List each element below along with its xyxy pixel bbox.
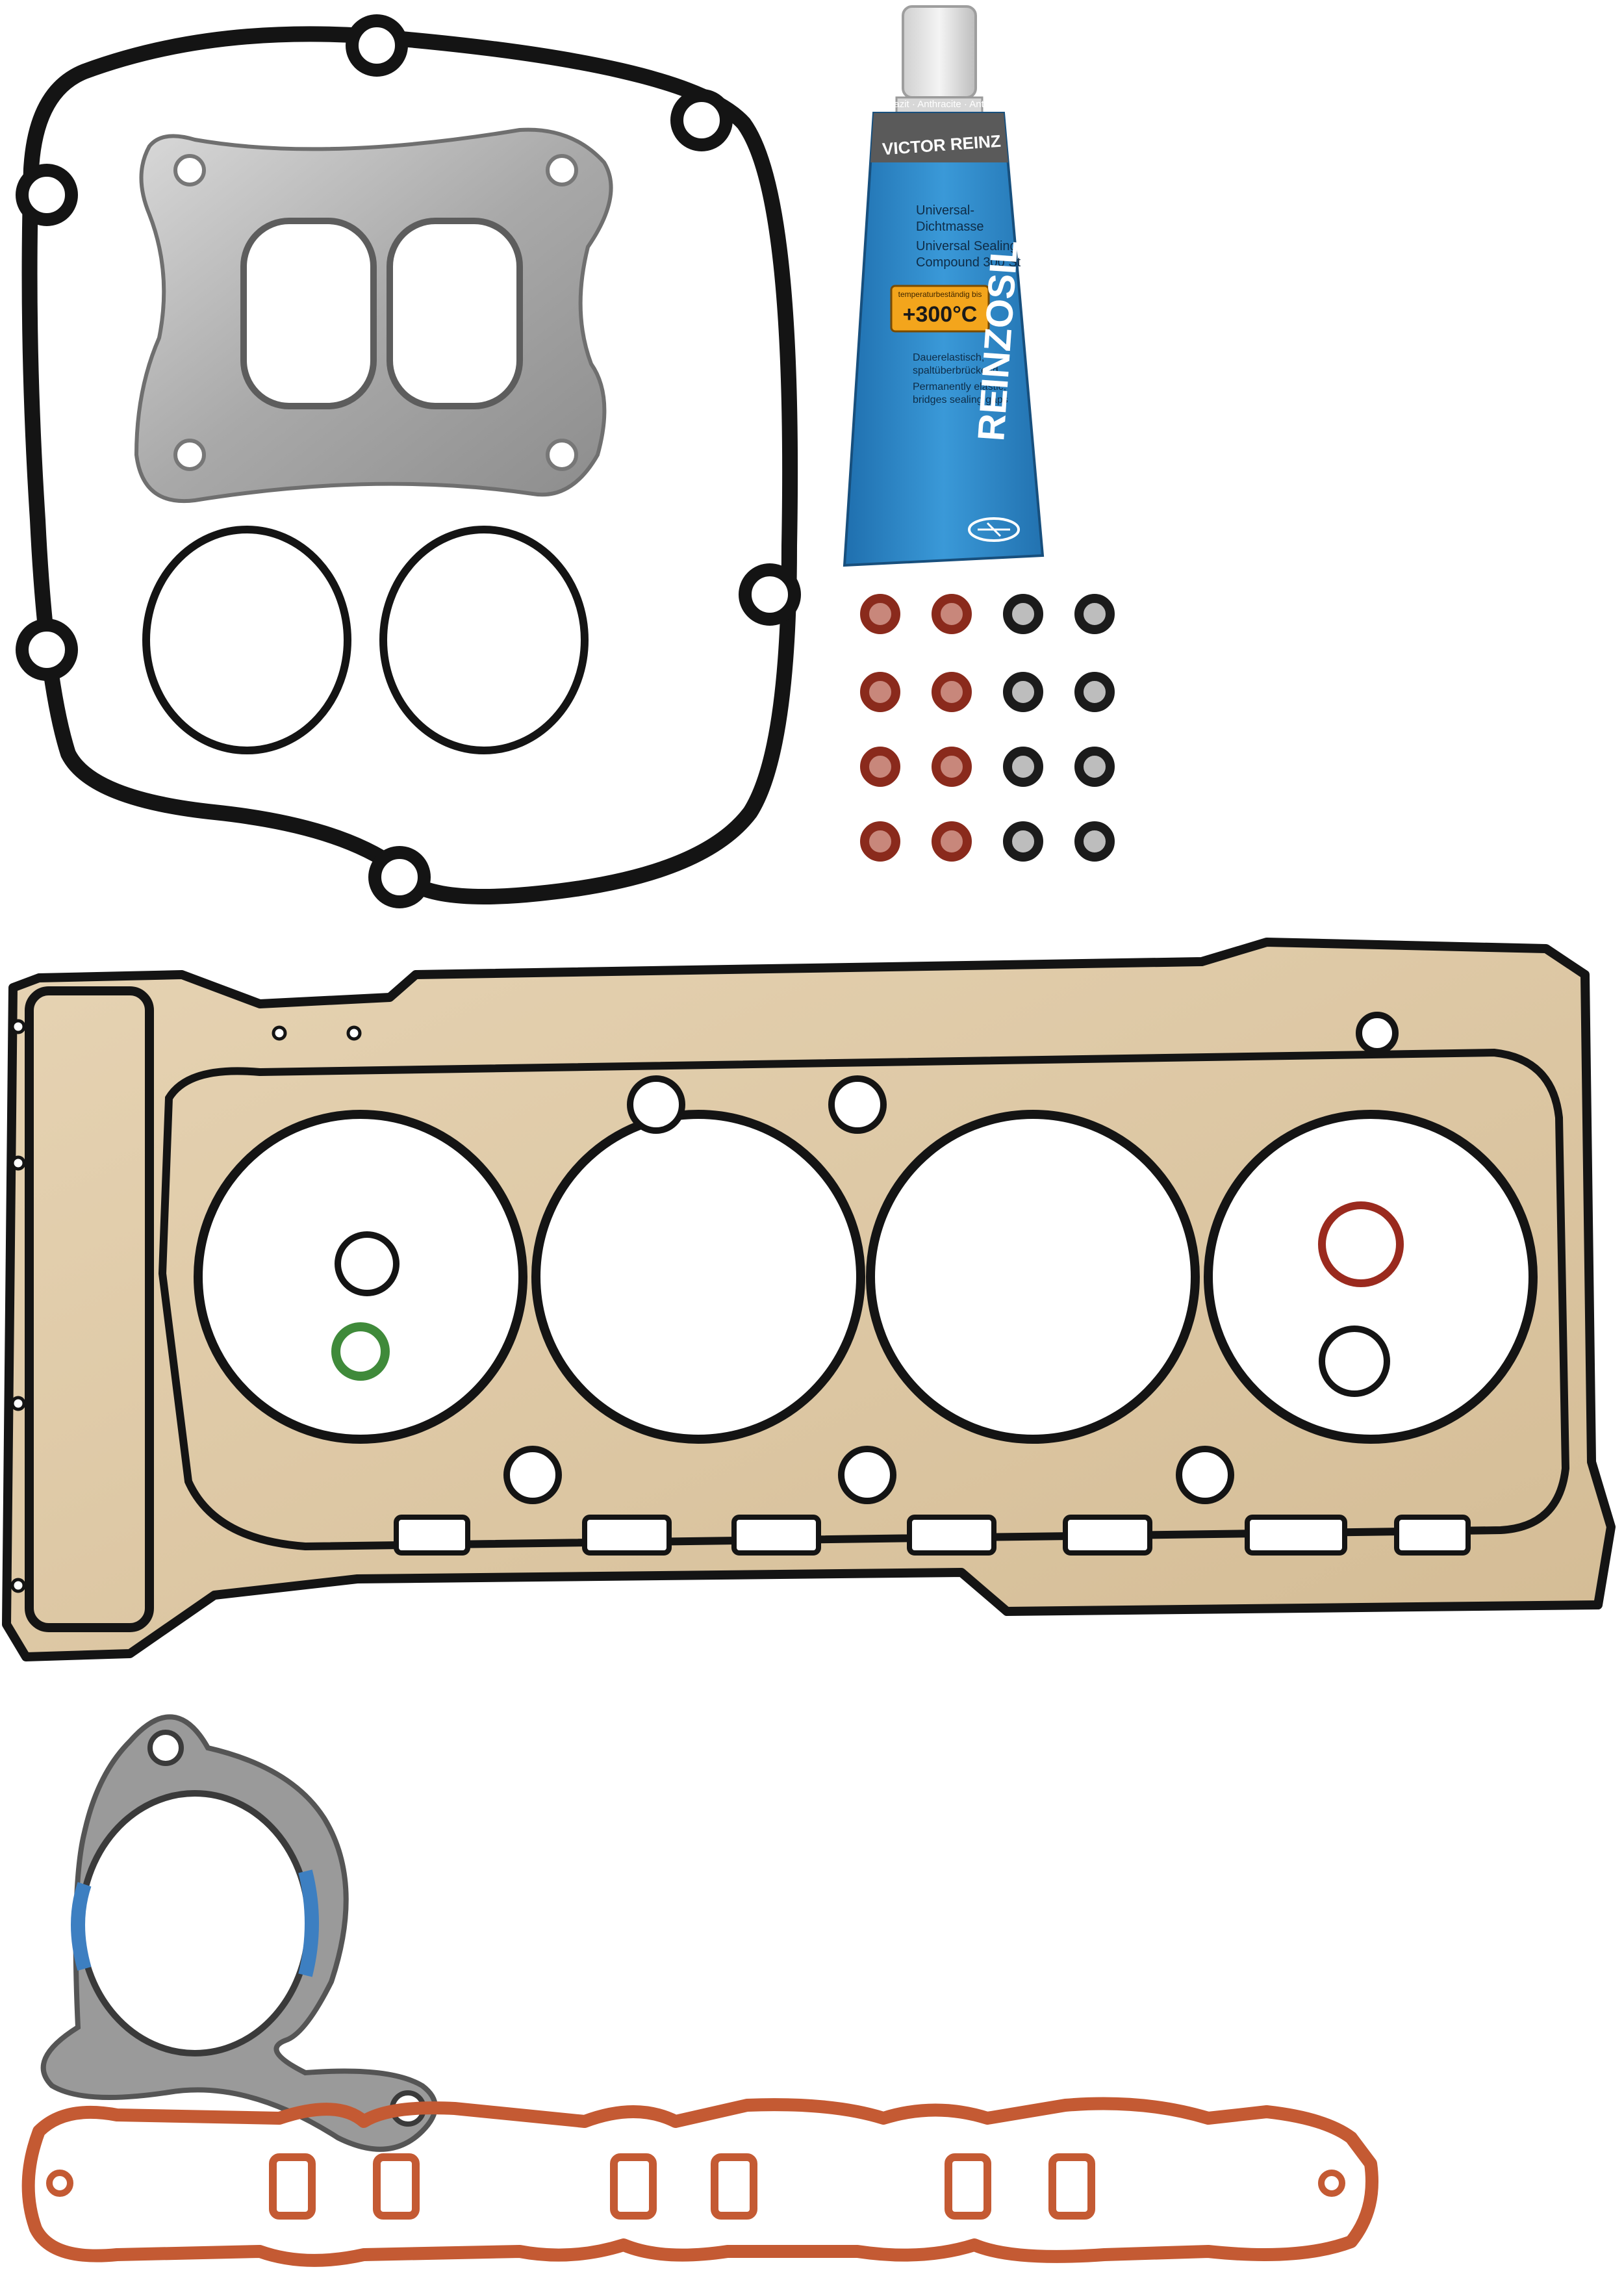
- large-o-rings: [142, 526, 589, 754]
- tube-temp: +300°C: [903, 302, 978, 327]
- tube-temp-caption: temperaturbeständig bis: [898, 290, 982, 299]
- tube-perm-en-2: bridges sealing gaps: [913, 394, 1008, 405]
- temperature-badge: temperaturbeständig bis +300°C: [890, 285, 990, 333]
- tube-desc-de-1: Universal-: [916, 203, 974, 218]
- bore-3: [866, 1110, 1200, 1444]
- black-seals: [1003, 594, 1115, 862]
- valve-stem-seals: [860, 594, 1115, 862]
- tube-desc-de-2: Dichtmasse: [916, 220, 983, 234]
- tube-perm-de-2: spaltüberbrückend: [913, 365, 998, 376]
- red-seals: [860, 594, 972, 862]
- tube-desc-en-1: Universal Sealing: [916, 239, 1017, 253]
- sealant-tube: Anthrazit · Anthracite · Anthrazit VICTO…: [843, 5, 1045, 567]
- bore-2: [531, 1110, 865, 1444]
- valve-cover-gasket: [16, 14, 801, 908]
- tube-perm-de-1: Dauerelastisch,: [913, 352, 984, 363]
- intake-manifold-gasket: [21, 2097, 1378, 2267]
- tube-desc-en-2: Compound 300 St: [916, 255, 1021, 270]
- cylinder-head-gasket: [2, 938, 1616, 1661]
- tube-color-strip: Anthrazit · Anthracite · Anthrazit: [871, 99, 1009, 110]
- victor-reinz-logo: [968, 517, 1020, 542]
- turbo-flange-gasket: [134, 127, 613, 504]
- water-pump-gasket: [40, 1714, 438, 2152]
- tube-perm-en-1: Permanently elastic,: [913, 381, 1006, 392]
